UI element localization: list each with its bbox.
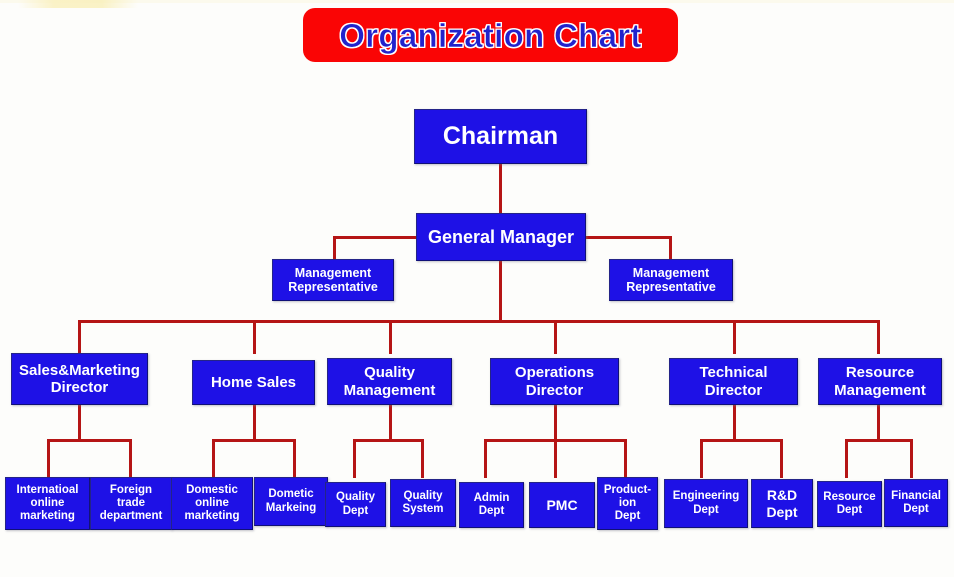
node-financial-dept-label: Financial Dept xyxy=(891,489,941,515)
node-management-representative-left-label: Management Representative xyxy=(288,265,378,295)
connector-quality-management-stem xyxy=(389,405,392,441)
connector-to-engineering-dept xyxy=(700,439,703,478)
connector-to-admin-dept xyxy=(484,439,487,478)
connector-technical-bus xyxy=(700,439,783,442)
connector-sales-marketing-stem xyxy=(78,405,81,441)
connector-gm-to-bus xyxy=(499,260,502,322)
connector-gm-to-mgmtrep-left-h xyxy=(333,236,416,239)
scan-artifact-smudge xyxy=(18,0,138,8)
chart-title-plate: Organization Chart xyxy=(303,8,678,62)
node-sales-marketing-director-label: Sales&Marketing Director xyxy=(19,361,140,396)
node-engineering-dept-label: Engineering Dept xyxy=(672,490,740,516)
node-dometic-markeing[interactable]: Dometic Markeing xyxy=(254,477,328,526)
node-engineering-dept[interactable]: Engineering Dept xyxy=(664,479,748,528)
connector-bus-to-home-sales xyxy=(253,320,256,354)
connector-to-international-online xyxy=(47,439,50,478)
node-technical-director-label: Technical Director xyxy=(699,364,768,399)
connector-to-financial-dept xyxy=(910,439,913,478)
node-financial-dept[interactable]: Financial Dept xyxy=(884,479,948,527)
node-admin-dept[interactable]: Admin Dept xyxy=(459,482,524,528)
connector-resource-management-bus xyxy=(845,439,913,442)
node-resource-dept-label: Resource Dept xyxy=(823,490,876,516)
connector-bus-to-operations xyxy=(554,320,557,354)
connector-gm-to-mgmtrep-right-v xyxy=(669,236,672,260)
node-foreign-trade-department[interactable]: Foreign trade department xyxy=(90,477,172,530)
node-quality-system-label: Quality System xyxy=(402,489,444,515)
connector-to-dometic-markeing xyxy=(293,439,296,478)
connector-to-foreign-trade xyxy=(129,439,132,478)
node-domestic-online-marketing[interactable]: Domestic online marketing xyxy=(171,477,253,530)
node-operations-director[interactable]: Operations Director xyxy=(490,358,619,405)
connector-to-quality-dept xyxy=(353,439,356,478)
node-home-sales[interactable]: Home Sales xyxy=(192,360,315,405)
node-resource-dept[interactable]: Resource Dept xyxy=(817,481,882,527)
node-management-representative-right[interactable]: Management Representative xyxy=(609,259,733,301)
node-international-online-marketing[interactable]: Internatioal online marketing xyxy=(5,477,90,530)
node-dometic-markeing-label: Dometic Markeing xyxy=(265,488,317,514)
connector-bus-to-technical xyxy=(733,320,736,354)
node-pmc[interactable]: PMC xyxy=(529,482,595,528)
node-resource-management-label: Resource Management xyxy=(834,364,926,399)
node-home-sales-label: Home Sales xyxy=(210,373,297,391)
connector-to-domestic-online xyxy=(212,439,215,478)
node-production-dept-label: Product- ion Dept xyxy=(603,483,652,523)
node-quality-dept[interactable]: Quality Dept xyxy=(325,482,386,527)
connector-home-sales-bus xyxy=(212,439,296,442)
connector-gm-to-mgmtrep-left-v xyxy=(333,236,336,260)
node-production-dept[interactable]: Product- ion Dept xyxy=(597,477,658,530)
connector-gm-to-mgmtrep-right-h xyxy=(586,236,672,239)
node-rnd-dept[interactable]: R&D Dept xyxy=(751,479,813,528)
connector-technical-stem xyxy=(733,405,736,441)
connector-chairman-to-gm xyxy=(499,163,502,213)
node-chairman[interactable]: Chairman xyxy=(414,109,587,164)
connector-resource-management-stem xyxy=(877,405,880,441)
connector-quality-management-bus xyxy=(353,439,424,442)
node-domestic-online-marketing-label: Domestic online marketing xyxy=(184,483,240,523)
node-sales-marketing-director[interactable]: Sales&Marketing Director xyxy=(11,353,148,405)
connector-bus-to-quality-management xyxy=(389,320,392,354)
node-pmc-label: PMC xyxy=(546,496,578,513)
chart-title: Organization Chart xyxy=(339,16,642,54)
node-admin-dept-label: Admin Dept xyxy=(473,491,510,517)
connector-to-production-dept xyxy=(624,439,627,478)
node-international-online-marketing-label: Internatioal online marketing xyxy=(16,483,79,523)
node-quality-management-label: Quality Management xyxy=(343,364,436,399)
connector-bus-to-resource-management xyxy=(877,320,880,354)
connector-operations-bus xyxy=(484,439,627,442)
connector-sales-marketing-bus xyxy=(47,439,132,442)
connector-home-sales-stem xyxy=(253,405,256,441)
node-quality-management[interactable]: Quality Management xyxy=(327,358,452,405)
node-foreign-trade-department-label: Foreign trade department xyxy=(99,483,163,523)
node-general-manager-label: General Manager xyxy=(427,226,575,247)
node-management-representative-right-label: Management Representative xyxy=(626,265,716,295)
connector-bus-to-sales-marketing xyxy=(78,320,81,354)
director-bus xyxy=(78,320,880,323)
node-resource-management[interactable]: Resource Management xyxy=(818,358,942,405)
node-rnd-dept-label: R&D Dept xyxy=(766,487,798,520)
connector-to-resource-dept xyxy=(845,439,848,478)
connector-to-quality-system xyxy=(421,439,424,478)
node-management-representative-left[interactable]: Management Representative xyxy=(272,259,394,301)
node-chairman-label: Chairman xyxy=(442,122,559,150)
scan-artifact-strip xyxy=(0,0,954,3)
node-quality-dept-label: Quality Dept xyxy=(336,491,375,517)
node-technical-director[interactable]: Technical Director xyxy=(669,358,798,405)
node-operations-director-label: Operations Director xyxy=(514,364,595,399)
node-general-manager[interactable]: General Manager xyxy=(416,213,586,261)
node-quality-system[interactable]: Quality System xyxy=(390,479,456,527)
connector-to-rnd-dept xyxy=(780,439,783,478)
